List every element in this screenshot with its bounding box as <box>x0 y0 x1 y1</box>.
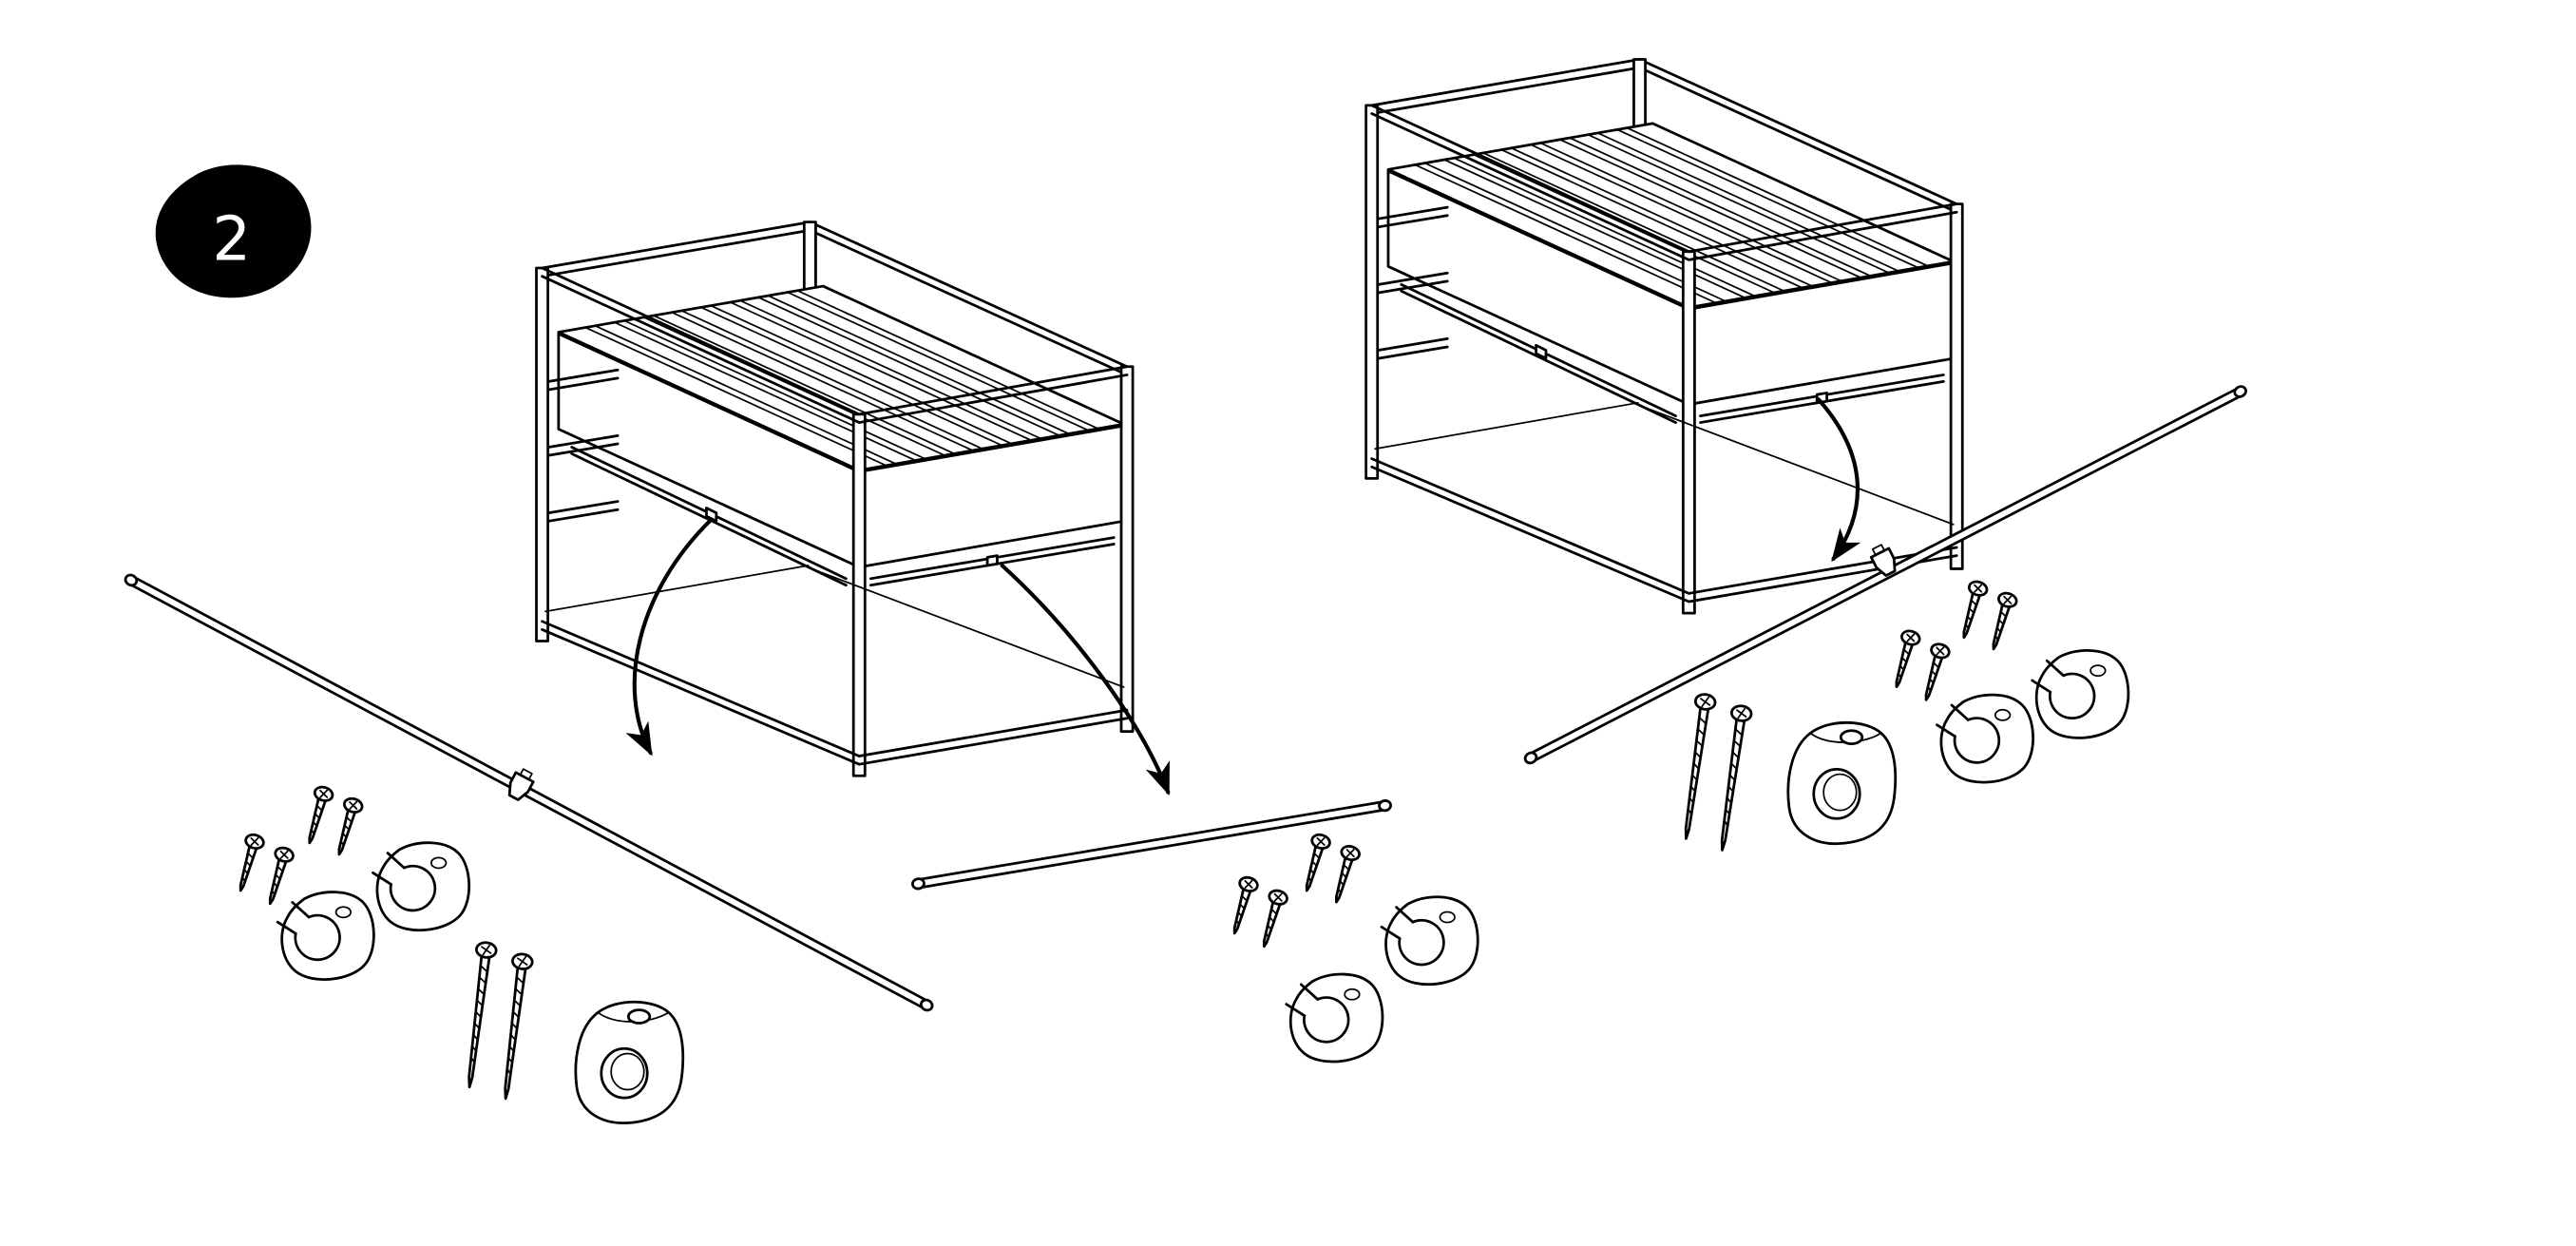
screw-short-icon <box>1296 831 1333 894</box>
clamp-bracket-icon <box>1285 972 1384 1064</box>
clamp-bracket-icon <box>1936 693 2035 784</box>
clamp-bracket-icon <box>372 841 471 932</box>
screws-group-left <box>230 783 535 1102</box>
step-blob <box>155 164 312 298</box>
screw-short-icon <box>1224 873 1261 937</box>
screw-short-icon <box>1983 589 2020 653</box>
bed-frame-right <box>1364 58 1964 615</box>
screw-short-icon <box>299 783 336 847</box>
screw-long-icon <box>458 940 499 1090</box>
clamp-bracket-icon <box>2031 649 2130 739</box>
clamp-bracket-icon <box>1380 895 1479 987</box>
arrow-right-bed-rail <box>1816 397 1861 563</box>
screw-short-icon <box>329 795 366 858</box>
screw-short-icon <box>1326 842 1363 907</box>
bed-frame-left <box>535 220 1135 777</box>
screw-long-icon <box>1710 703 1754 853</box>
screw-long-icon <box>1674 691 1718 842</box>
clamp-bracket-icon <box>276 891 375 981</box>
lock-housing-icon <box>574 1000 685 1125</box>
screw-short-icon <box>1954 578 1991 642</box>
screw-short-icon <box>1886 627 1923 691</box>
step-number: 2 <box>212 204 251 275</box>
arrow-left-rail <box>625 517 714 757</box>
screw-short-icon <box>1916 641 1953 704</box>
rod-clip-icon <box>1866 541 1901 580</box>
lock-housing-icon <box>1786 720 1898 846</box>
screw-short-icon <box>1253 887 1290 950</box>
screw-long-icon <box>494 951 535 1102</box>
arrow-right-rail <box>1000 563 1171 796</box>
screw-short-icon <box>230 831 267 894</box>
screw-short-icon <box>259 844 296 908</box>
screws-group-middle <box>1224 831 1363 950</box>
metal-rod-middle <box>911 799 1392 891</box>
step-badge: 2 <box>155 164 312 298</box>
